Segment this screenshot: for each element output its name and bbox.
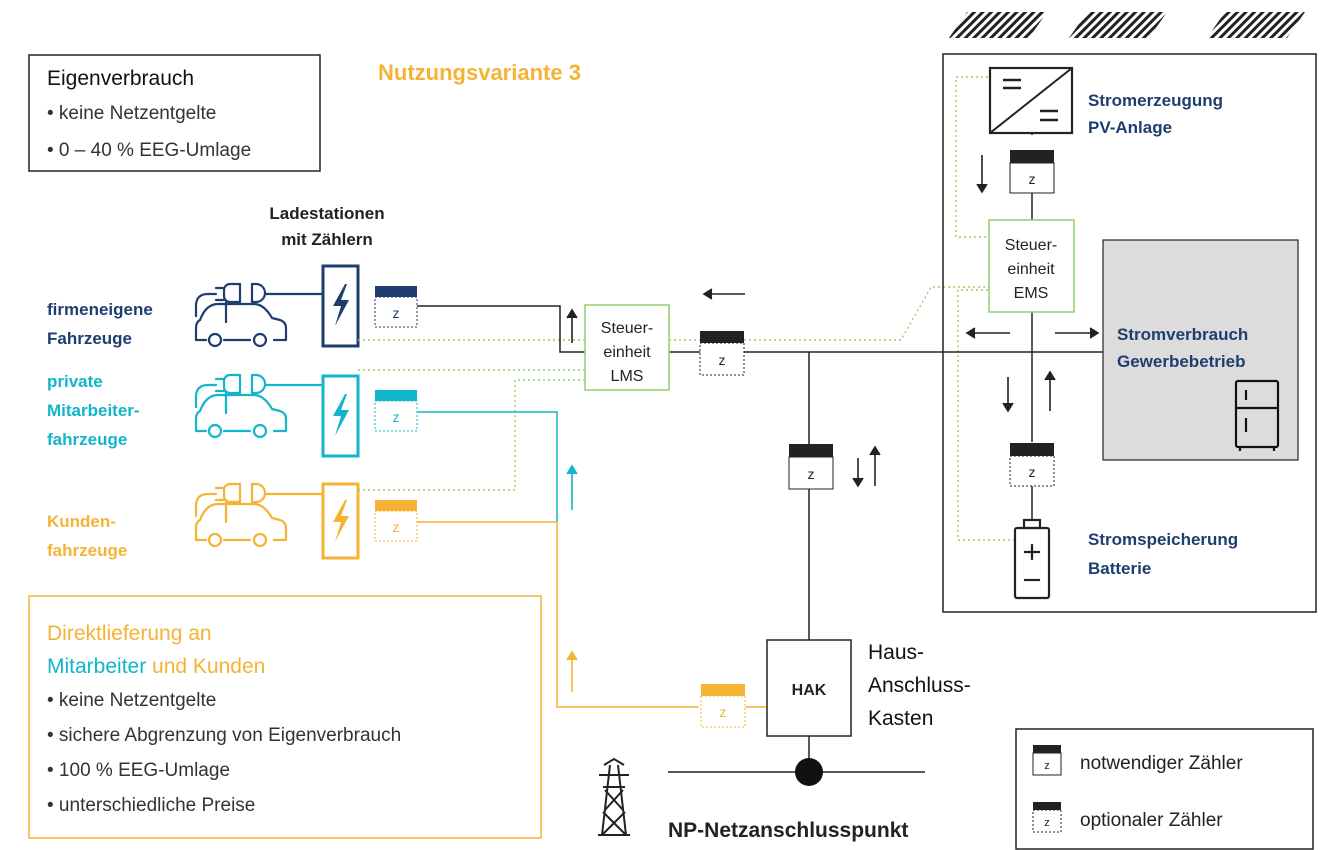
- meter-label: z: [808, 466, 815, 482]
- netzanschluss-label: NP-Netzanschlusspunkt: [668, 819, 908, 842]
- vehicle-label-private: Mitarbeiter-: [47, 401, 140, 420]
- hak-caption: Haus-: [868, 641, 924, 664]
- meter-optional-icon: z: [700, 684, 746, 728]
- vehicle-label-private: fahrzeuge: [47, 430, 127, 449]
- meter-label: z: [1044, 817, 1050, 829]
- solar-panel-icon: [949, 12, 1305, 38]
- vehicle-label-customer: fahrzeuge: [47, 541, 127, 560]
- diagram-title: Nutzungsvariante 3: [378, 60, 581, 85]
- eigenverbrauch-heading: Eigenverbrauch: [47, 67, 194, 90]
- direkt-heading-2: Mitarbeiter und Kunden: [47, 655, 265, 678]
- car-plug-icon: [194, 482, 325, 548]
- charger-icon: [321, 374, 360, 458]
- lms-label: einheit: [603, 344, 651, 361]
- customer-supply-line: [417, 521, 699, 708]
- pv-label: PV-Anlage: [1088, 118, 1172, 137]
- ladestationen-label: Ladestationen: [269, 204, 384, 223]
- meter-label: z: [393, 519, 400, 535]
- legend-box: z notwendiger Zähler z optionaler Zähler: [1015, 728, 1314, 850]
- meter-optional-icon: z: [374, 286, 418, 328]
- pv-label: Stromerzeugung: [1088, 91, 1223, 110]
- meter-label: z: [393, 409, 400, 425]
- colored-arrows: [566, 464, 578, 692]
- direkt-item: • keine Netzentgelte: [47, 690, 216, 711]
- vehicle-label-firm: Fahrzeuge: [47, 329, 132, 348]
- ems-label: einheit: [1007, 261, 1055, 278]
- consumer-box: Stromverbrauch Gewerbebetrieb: [1102, 239, 1299, 461]
- ladestationen-label: mit Zählern: [281, 230, 373, 249]
- firm-vehicle-group: z: [194, 264, 418, 348]
- consumer-label: Stromverbrauch: [1117, 325, 1248, 344]
- private-vehicle-group: z: [194, 373, 418, 458]
- power-tower-icon: [598, 757, 630, 836]
- direkt-mitarbeiter: Mitarbeiter: [47, 655, 146, 678]
- battery-icon: [1013, 518, 1051, 600]
- company-building: [942, 53, 1317, 613]
- meter-optional-icon: z: [699, 331, 745, 376]
- ems-label: Steuer-: [1005, 237, 1057, 254]
- meter-label: z: [1029, 464, 1036, 480]
- meter-optional-icon: z: [374, 500, 418, 542]
- legend-optional-meter-icon: z: [1032, 802, 1062, 833]
- ems-control-unit: Steuer- einheit EMS: [988, 219, 1075, 313]
- lms-label: Steuer-: [601, 320, 653, 337]
- power-lines: [417, 133, 1109, 772]
- direkt-heading: Direktlieferung an: [47, 622, 212, 645]
- charger-icon: [321, 264, 360, 348]
- hak-label: HAK: [792, 682, 827, 699]
- car-plug-icon: [194, 282, 325, 348]
- vehicle-label-customer: Kunden-: [47, 512, 116, 531]
- hak-caption: Kasten: [868, 707, 933, 730]
- hak-box: HAK: [766, 639, 852, 737]
- control-lines: [358, 76, 1017, 541]
- lms-control-unit: Steuer- einheit LMS: [584, 304, 670, 391]
- lms-label: LMS: [611, 368, 644, 385]
- eigenverbrauch-item: • 0 – 40 % EEG-Umlage: [47, 140, 251, 161]
- legend-optional-label: optionaler Zähler: [1080, 810, 1223, 831]
- meter-label: z: [720, 704, 727, 720]
- meter-label: z: [1029, 171, 1036, 187]
- storage-label: Batterie: [1088, 559, 1151, 578]
- vehicle-label-firm: firmeneigene: [47, 300, 153, 319]
- meter-label: z: [393, 305, 400, 321]
- fridge-icon: [1234, 379, 1280, 451]
- charger-icon: [321, 482, 360, 560]
- private-supply-line: [417, 411, 558, 522]
- direkt-item: • unterschiedliche Preise: [47, 795, 255, 816]
- direktlieferung-box: Direktlieferung an Mitarbeiter und Kunde…: [28, 595, 542, 839]
- consumer-label: Gewerbebetrieb: [1117, 352, 1246, 371]
- ems-label: EMS: [1014, 285, 1049, 302]
- storage-label: Stromspeicherung: [1088, 530, 1238, 549]
- vehicle-label-private: private: [47, 372, 103, 391]
- eigenverbrauch-box: Eigenverbrauch • keine Netzentgelte • 0 …: [28, 54, 321, 172]
- meter-required-icon: z: [1009, 150, 1055, 194]
- inverter-icon: [988, 66, 1074, 135]
- meter-label: z: [719, 352, 726, 368]
- meter-optional-icon: z: [374, 390, 418, 432]
- customer-vehicle-group: z: [194, 482, 418, 560]
- direkt-kunden: Kunden: [193, 655, 265, 678]
- hak-caption: Anschluss-: [868, 674, 971, 697]
- meter-label: z: [1044, 760, 1050, 772]
- direkt-item: • 100 % EEG-Umlage: [47, 760, 230, 781]
- legend-required-meter-icon: z: [1032, 745, 1062, 776]
- direkt-und: und: [146, 655, 193, 678]
- connection-point-icon: [795, 758, 823, 786]
- legend-required-label: notwendiger Zähler: [1080, 753, 1243, 774]
- meter-required-icon: z: [788, 444, 834, 490]
- arrows: [566, 155, 1100, 488]
- meter-optional-icon: z: [1009, 443, 1055, 487]
- direkt-item: • sichere Abgrenzung von Eigenverbrauch: [47, 725, 401, 746]
- eigenverbrauch-item: • keine Netzentgelte: [47, 103, 216, 124]
- car-plug-icon: [194, 373, 325, 439]
